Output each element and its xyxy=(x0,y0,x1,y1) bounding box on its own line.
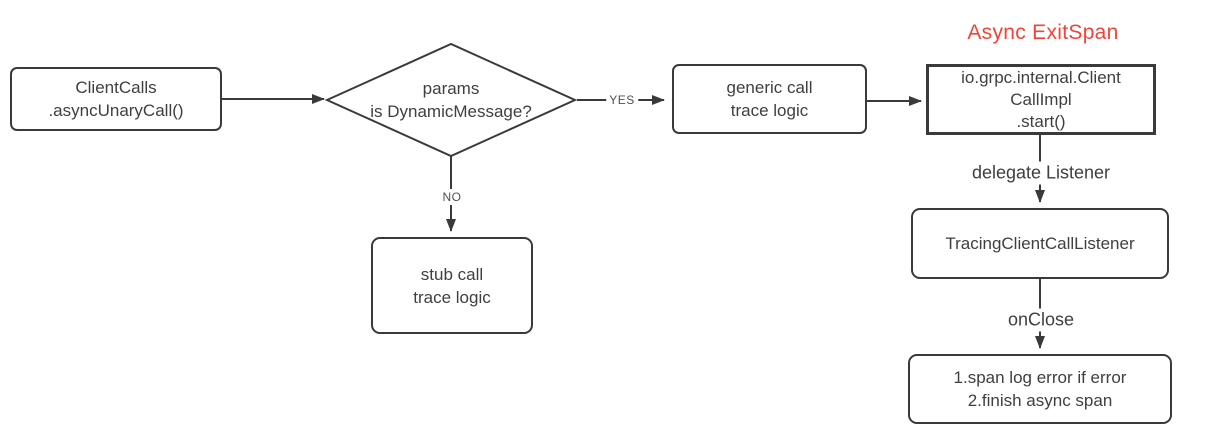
node-span-close-actions: 1.span log error if error 2.finish async… xyxy=(908,354,1172,424)
node-client-calls: ClientCalls .asyncUnaryCall() xyxy=(10,67,222,131)
node-client-call-impl: io.grpc.internal.Client CallImpl .start(… xyxy=(926,64,1156,135)
edge-label-onclose: onClose xyxy=(1002,308,1080,332)
decision-diamond-shape xyxy=(324,42,578,158)
annotation-async-exitspan: Async ExitSpan xyxy=(967,21,1119,44)
edge-label-delegate-listener: delegate Listener xyxy=(966,161,1116,185)
edge-label-no: NO xyxy=(439,189,465,205)
node-stub-call-trace: stub call trace logic xyxy=(371,237,533,334)
edge-label-yes: YES xyxy=(606,92,638,108)
node-tracing-client-call-listener: TracingClientCallListener xyxy=(911,208,1169,279)
node-generic-call-trace: generic call trace logic xyxy=(672,64,867,134)
decision-diamond-label: params is DynamicMessage? xyxy=(370,79,532,121)
